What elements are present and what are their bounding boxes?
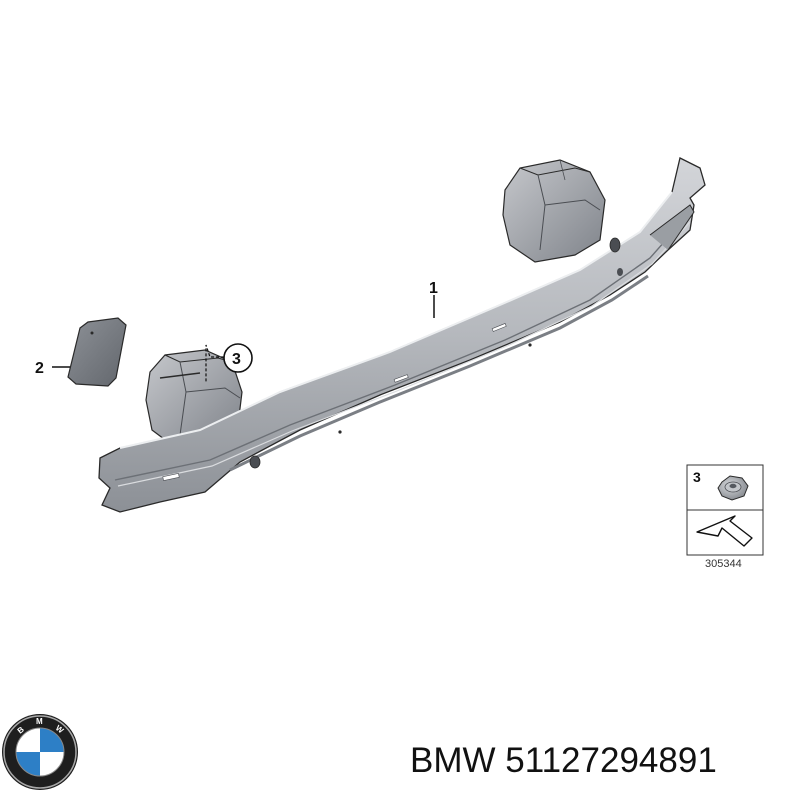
arrow-icon — [696, 515, 753, 547]
callout-1: 1 — [429, 280, 438, 297]
right-crash-box — [502, 159, 606, 263]
part-legend: 3 305344 — [686, 464, 764, 570]
hex-nut-icon — [717, 475, 749, 501]
callout-2: 2 — [35, 360, 44, 377]
svg-text:B: B — [16, 725, 26, 736]
svg-text:W: W — [54, 723, 66, 735]
mounting-plate — [67, 317, 127, 387]
callout-3-badge: 3 — [223, 343, 253, 373]
leader-lines — [52, 295, 435, 382]
bmw-roundel-icon: B M W — [2, 714, 78, 790]
svg-text:M: M — [36, 717, 43, 726]
callout-3: 3 — [232, 351, 241, 368]
leader-3 — [205, 344, 224, 382]
part-number-caption: BMW 51127294891 — [410, 741, 717, 780]
legend-item-number: 3 — [693, 469, 701, 485]
diagram-code: 305344 — [705, 558, 742, 570]
bumper-carrier-beam — [98, 157, 706, 513]
